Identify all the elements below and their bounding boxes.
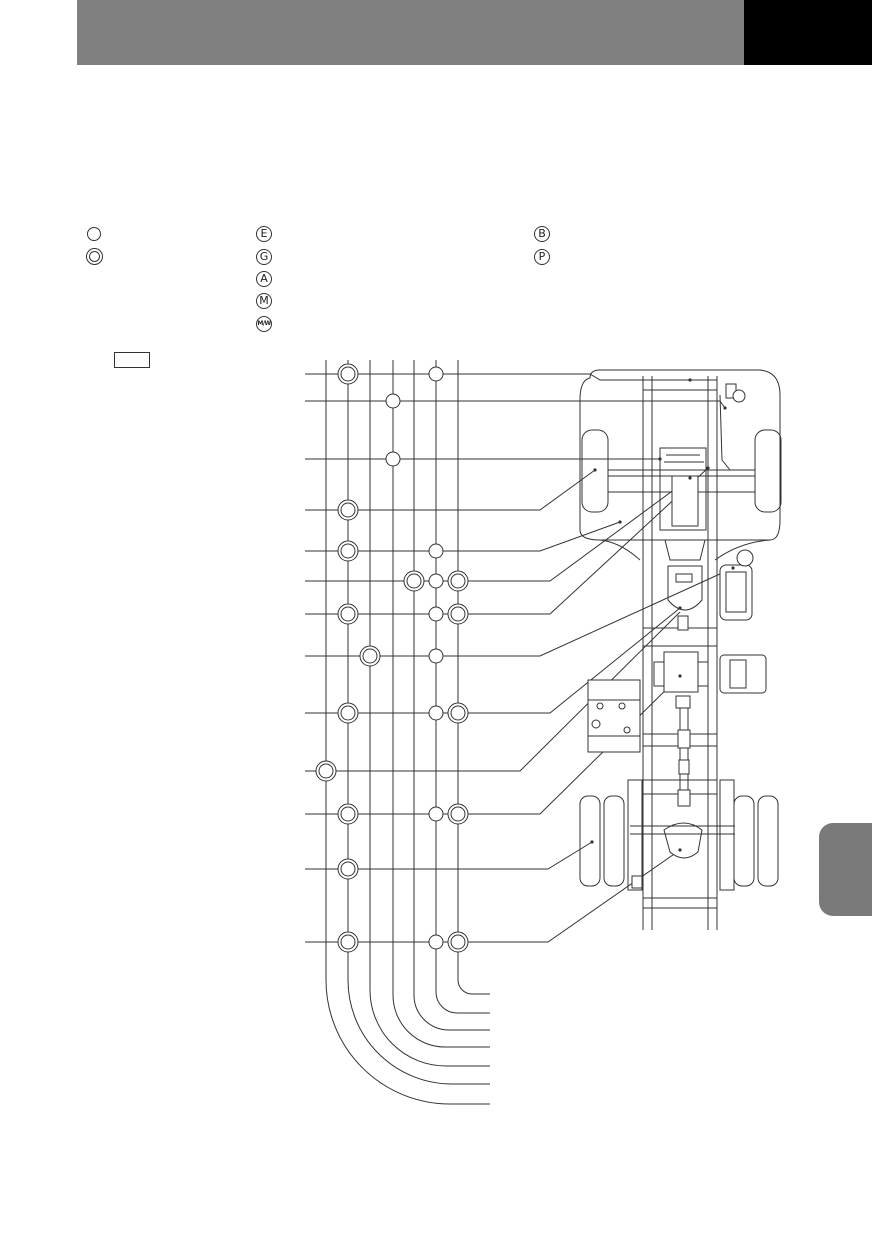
front-right-wheel [754, 429, 782, 513]
row-line-9 [305, 607, 681, 714]
legend-symbol-mw: M/W [256, 316, 272, 332]
circled-b-icon: B [534, 226, 550, 242]
row-line-5 [305, 521, 621, 552]
legend-symbol-p: P [534, 249, 550, 265]
grease-point-symbols [315, 363, 469, 953]
circled-a-icon: A [256, 271, 272, 287]
rear-left-wheel-inner [603, 795, 625, 887]
header-corner-block [744, 0, 872, 65]
row-line-1 [305, 373, 690, 381]
rear-left-wheel-outer [579, 795, 601, 887]
leader-dots [590, 378, 735, 852]
circled-mw-icon: M/W [256, 316, 272, 332]
legend-symbol-b: B [534, 226, 550, 242]
bus-line-7 [457, 360, 490, 995]
rear-differential [663, 822, 703, 859]
cab-outline [579, 369, 781, 541]
row-line-2 [305, 400, 726, 409]
legend-symbol-e: E [256, 226, 272, 242]
row-line-12 [305, 841, 593, 870]
circled-m-icon: M [256, 293, 272, 309]
bus-line-2 [347, 360, 490, 1085]
row-line-7 [305, 467, 709, 615]
rear-right-wheel-inner [733, 795, 755, 887]
legend-symbol-g: G [256, 249, 272, 265]
legend-double-circle [86, 248, 103, 265]
bus-lines [325, 360, 490, 1105]
label-box [114, 352, 150, 368]
bus-line-5 [413, 360, 490, 1031]
row-line-8 [305, 567, 734, 657]
circled-p-icon: P [534, 249, 550, 265]
legend-single-circle [87, 227, 101, 241]
front-left-wheel [581, 429, 609, 513]
legend-symbol-m: M [256, 293, 272, 309]
single-circle-icon [87, 227, 101, 241]
header-bar [77, 0, 744, 65]
row-line-10 [305, 611, 681, 772]
bus-line-4 [392, 360, 490, 1048]
frame-rails [642, 376, 718, 930]
circled-e-icon: E [256, 226, 272, 242]
legend-symbol-a: A [256, 271, 272, 287]
rear-right-wheel-outer [757, 795, 779, 887]
row-line-6 [305, 477, 691, 582]
bus-line-6 [435, 360, 490, 1014]
circled-g-icon: G [256, 249, 272, 265]
truck-chassis-drawing [579, 369, 782, 930]
bus-line-1 [325, 360, 490, 1105]
bus-line-3 [369, 360, 490, 1067]
double-circle-icon [86, 248, 103, 265]
section-side-tab[interactable] [819, 823, 872, 916]
row-line-4 [305, 469, 596, 511]
